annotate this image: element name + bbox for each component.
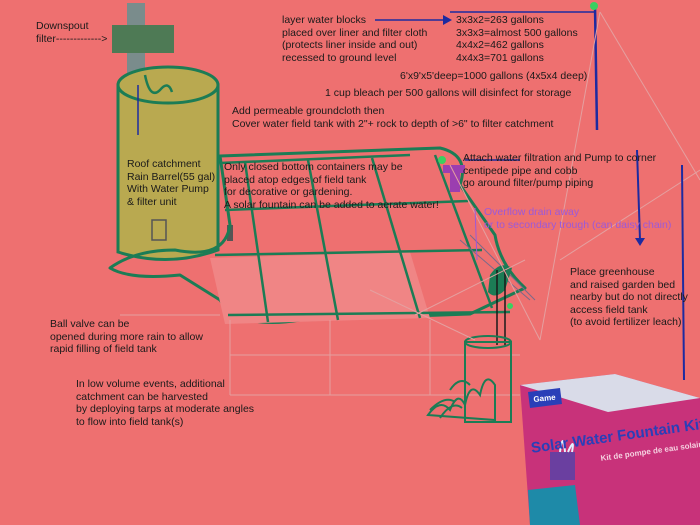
- downspout-label: Downspout filter------------->: [36, 20, 108, 45]
- overflow-label: Overflow drain away or to secondary trou…: [484, 206, 672, 231]
- low-volume-label: In low volume events, additional catchme…: [76, 378, 255, 428]
- field-tank: [108, 146, 536, 396]
- downspout-filter: [112, 3, 174, 83]
- solar-fountain-kit-box: [520, 374, 700, 525]
- gallons-big-label: 6'x9'x5'deep=1000 gallons (4x5x4 deep): [400, 70, 588, 82]
- barrel-label: Roof catchment Rain Barrel(55 gal) With …: [127, 158, 216, 208]
- annotation-lines: [120, 2, 700, 381]
- filtration-label: Attach water filtration and Pump to corn…: [463, 152, 657, 189]
- groundcloth-label: Add permeable groundcloth then Cover wat…: [232, 105, 554, 130]
- containers-label: Only closed bottom containers may be pla…: [224, 161, 439, 211]
- bleach-label: 1 cup bleach per 500 gallons will disinf…: [325, 87, 572, 99]
- gallons-list: 3x3x2=263 gallons 3x3x3=almost 500 gallo…: [456, 14, 578, 64]
- ball-valve-label: Ball valve can be opened during more rai…: [50, 318, 203, 355]
- rock-standpipe: [426, 335, 512, 423]
- greenhouse-label: Place greenhouse and raised garden bed n…: [570, 266, 688, 328]
- layer-blocks-label: layer water blocks placed over liner and…: [282, 14, 428, 64]
- rain-barrel: [116, 65, 233, 262]
